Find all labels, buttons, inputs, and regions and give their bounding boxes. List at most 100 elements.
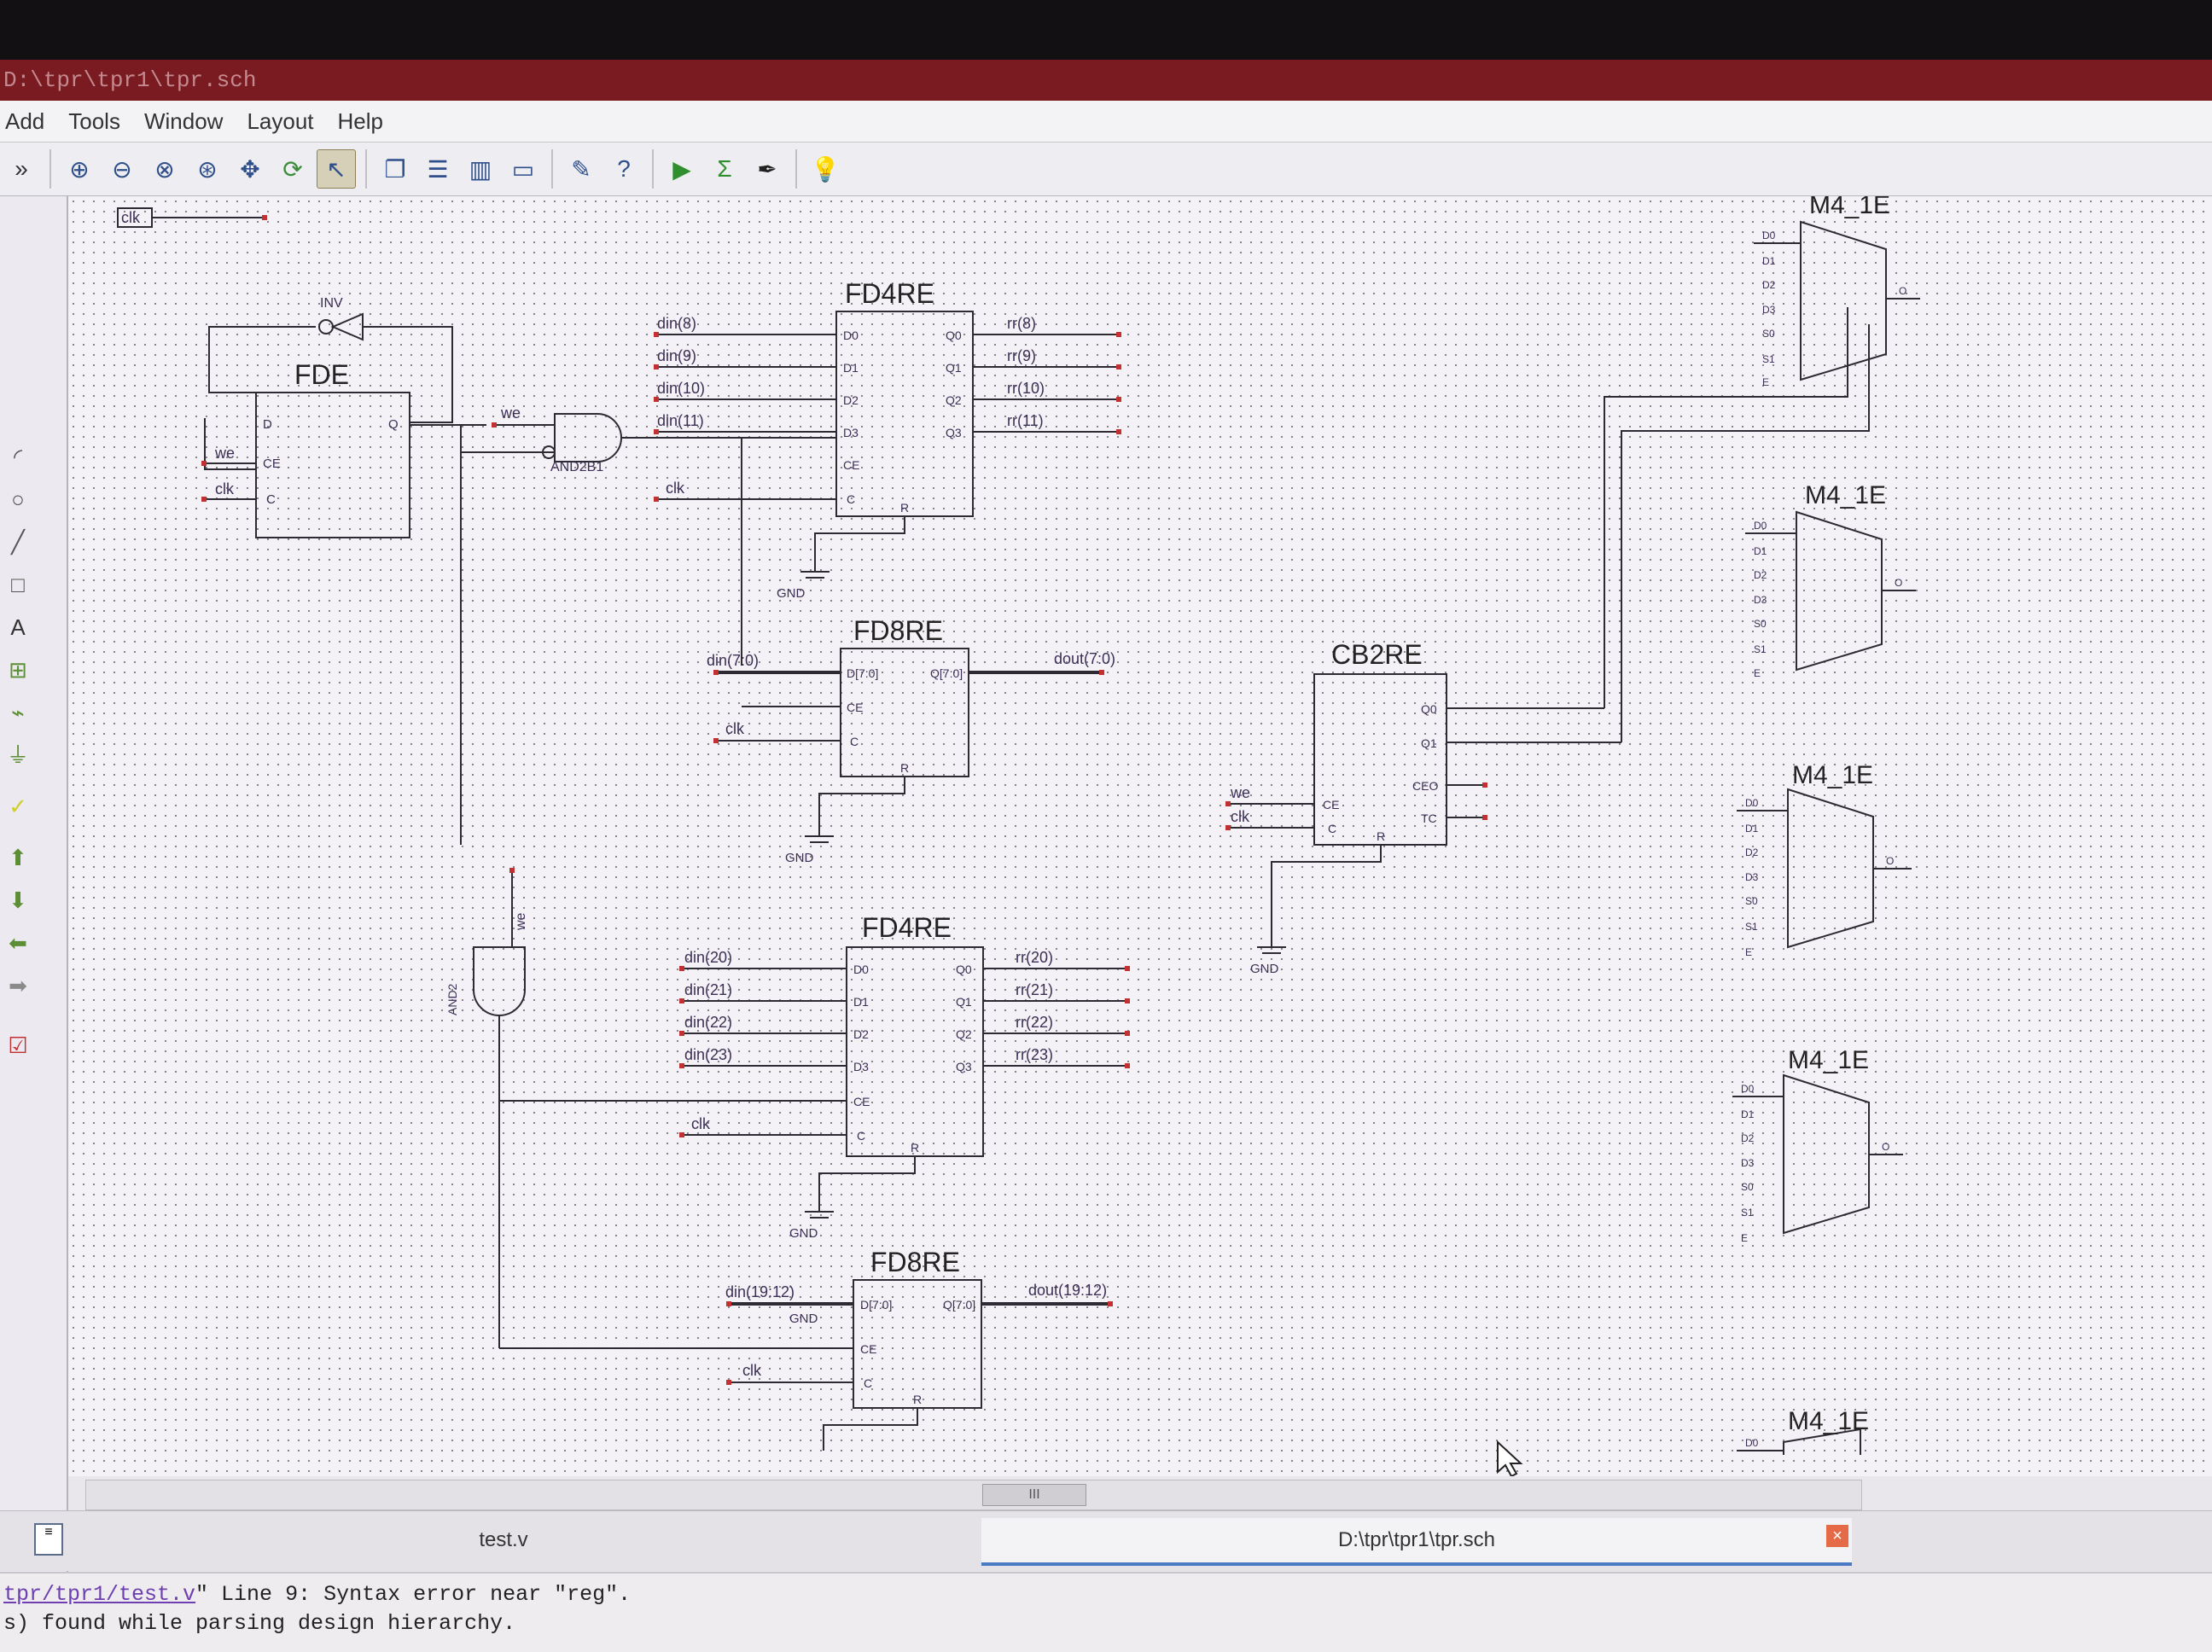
refresh-icon[interactable]: ⟳ [282, 155, 303, 183]
fd4re-bottom-pin-q0: Q0 [956, 963, 972, 976]
circle-tool-icon[interactable]: ○ [11, 486, 25, 512]
and2-we-label: we [514, 912, 528, 931]
fd4re-top-rr9: rr(9) [1007, 347, 1036, 364]
mux-4-pin-e: E [1741, 1232, 1748, 1244]
run-icon[interactable]: ▶ [672, 155, 691, 183]
mux-1-body[interactable] [1800, 220, 1887, 381]
cb2re-pin-r: R [1377, 829, 1385, 843]
fd4re-bottom-din21: din(21) [684, 981, 732, 998]
fd8re-top-pin-ce: CE [847, 701, 863, 714]
close-tab-icon[interactable]: × [1826, 1525, 1848, 1547]
fde-feedback-wire [204, 418, 256, 470]
tile-vertical-icon[interactable]: ▥ [469, 155, 492, 183]
add-port-icon[interactable]: ⬇ [9, 887, 27, 913]
menu-layout[interactable]: Layout [247, 108, 314, 134]
tab-tpr-sch[interactable]: D:\tpr\tpr1\tpr.sch [981, 1518, 1852, 1566]
cb2re-clk-label: clk [1231, 808, 1250, 825]
fd8re-top-pin-d: D[7:0] [847, 666, 878, 680]
menu-add[interactable]: Add [5, 108, 45, 134]
help-icon[interactable]: ? [617, 155, 631, 182]
scrollbar-thumb[interactable]: III [982, 1484, 1086, 1506]
document-tab-bar: ≡ test.v D:\tpr\tpr1\tpr.sch × [0, 1510, 2212, 1571]
zoom-full-icon[interactable]: ⊗ [154, 155, 175, 183]
toolbar-overflow-button[interactable]: » [15, 155, 28, 182]
fd4re-bottom-pin-d2: D2 [853, 1027, 869, 1041]
mux-1-title: M4_1E [1809, 196, 1890, 219]
inv-bubble [318, 319, 334, 334]
gnd-label-1: GND [777, 586, 806, 601]
pan-icon[interactable]: ✥ [240, 155, 260, 183]
properties-icon[interactable]: ✎ [571, 155, 591, 183]
console-line-2: s) found while parsing design hierarchy. [3, 1611, 516, 1636]
mux-1-pin-s1: S1 [1762, 353, 1775, 365]
and2-gate [473, 946, 526, 1016]
fde-title: FDE [294, 359, 349, 390]
fd4re-top-din8: din(8) [657, 315, 696, 332]
fd4re-bottom-rr21: rr(21) [1016, 981, 1053, 998]
text-tool-icon[interactable]: A [10, 614, 26, 640]
line-tool-icon[interactable]: ╱ [11, 529, 25, 555]
menu-window[interactable]: Window [143, 108, 224, 134]
fd8re-top-pin-c: C [850, 735, 859, 748]
sigma-icon[interactable]: Σ [717, 155, 732, 182]
mux-3-pin-d2: D2 [1745, 846, 1759, 858]
tile-horizontal-icon[interactable]: ☰ [427, 155, 449, 183]
mux-3-pin-d1: D1 [1745, 823, 1759, 835]
mux-2-pin-s1: S1 [1754, 643, 1767, 655]
zoom-out-icon[interactable]: ⊖ [112, 155, 132, 183]
mux-1-pin-o: O [1899, 285, 1906, 297]
fd4re-top-block[interactable] [835, 311, 974, 517]
mux-3-pin-d0: D0 [1745, 797, 1759, 809]
cb2re-we-label: we [1230, 784, 1250, 801]
gnd-label-5: GND [1250, 962, 1279, 976]
fd8re-bottom-title: FD8RE [870, 1247, 960, 1277]
mux-1-pin-d3: D3 [1762, 304, 1776, 316]
console-file-link[interactable]: tpr/tpr1/test.v [3, 1582, 196, 1607]
arrange-icon[interactable]: ▭ [511, 155, 535, 183]
check-schematic-icon[interactable]: ☑ [8, 1032, 28, 1058]
zoom-in-icon[interactable]: ⊕ [69, 155, 90, 183]
tab-test-v[interactable]: test.v [479, 1528, 528, 1551]
add-net-icon[interactable]: ⌁ [11, 700, 25, 725]
mux-4-body[interactable] [1783, 1073, 1870, 1235]
inv-to-fde-wire [208, 326, 316, 393]
rename-icon[interactable]: ➡ [9, 973, 27, 998]
rectangle-tool-icon[interactable]: □ [11, 572, 25, 597]
fd4re-bottom-pin-q1: Q1 [956, 995, 972, 1009]
mux-3-body[interactable] [1787, 788, 1874, 949]
menu-help[interactable]: Help [337, 108, 384, 134]
and2-label: AND2 [445, 983, 459, 1015]
zoom-area-icon[interactable]: ⊛ [197, 155, 218, 183]
check-icon[interactable]: ✓ [9, 794, 27, 819]
add-symbol-icon[interactable]: ⊞ [9, 657, 27, 683]
fd4re-bottom-block[interactable] [846, 946, 984, 1157]
console-line-1: tpr/tpr1/test.v" Line 9: Syntax error ne… [0, 1580, 2212, 1609]
mux-2-pin-d0: D0 [1754, 520, 1767, 532]
toolbar-separator [49, 149, 51, 189]
net-name-icon[interactable]: ⬅ [9, 930, 27, 956]
add-bus-icon[interactable]: ⏚ [6, 742, 29, 768]
io-marker-icon[interactable]: ⬆ [9, 845, 27, 870]
arc-tool-icon[interactable]: ◜ [13, 444, 23, 469]
select-icon[interactable]: ↖ [317, 149, 356, 189]
console-line-1-text: " Line 9: Syntax error near "reg". [195, 1582, 632, 1607]
fd4re-top-title: FD4RE [845, 278, 934, 309]
menu-bar: Add Tools Window Layout Help [0, 101, 2212, 143]
mux-2-body[interactable] [1796, 510, 1883, 672]
fd4re-top-din9: din(9) [657, 347, 696, 364]
horizontal-scrollbar[interactable]: III [85, 1480, 1862, 1510]
fd8re-bottom-r-wire [823, 1408, 918, 1451]
schematic-canvas[interactable]: clk INV AND2B1 we AND2 we FDE D Q CE C w… [68, 196, 2212, 1476]
fde-block[interactable] [255, 392, 410, 538]
fd4re-bottom-pin-c: C [857, 1129, 865, 1143]
fd4re-bottom-clk-label: clk [691, 1115, 711, 1132]
hint-bulb-icon[interactable]: 💡 [810, 155, 841, 183]
fd4re-top-clk-label: clk [666, 480, 685, 497]
cascade-icon[interactable]: ❐ [384, 155, 406, 183]
menu-tools[interactable]: Tools [68, 108, 120, 134]
cb2re-pin-q0: Q0 [1421, 702, 1437, 716]
mux-5-body[interactable] [1783, 1428, 1861, 1455]
probe-icon[interactable]: ✒ [757, 155, 777, 183]
toolbar-separator [795, 149, 797, 189]
document-list-icon[interactable]: ≡ [34, 1523, 63, 1556]
